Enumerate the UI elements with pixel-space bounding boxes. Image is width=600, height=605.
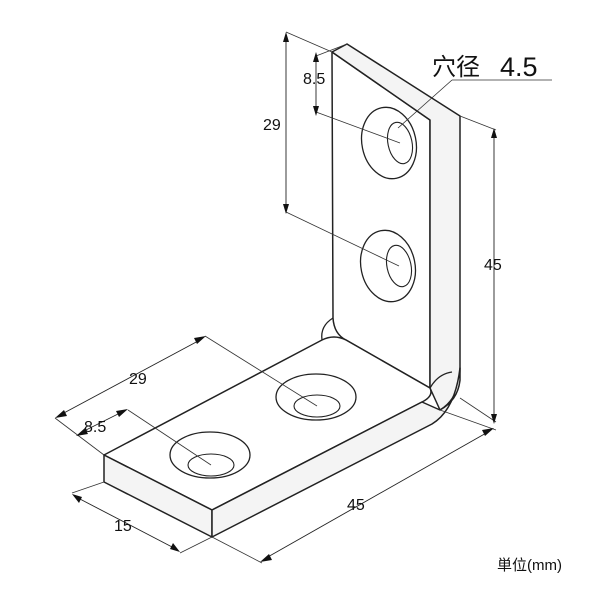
dim-width: 15 — [114, 518, 132, 535]
vertical-hole-upper — [360, 106, 418, 180]
horizontal-hole-left — [169, 431, 251, 479]
bend-line-inner — [429, 371, 453, 389]
dim-vertical-leg-length: 45 — [484, 257, 502, 274]
holes — [169, 106, 418, 479]
unit-label: 単位(mm) — [497, 557, 562, 574]
hole-diameter-value: 4.5 — [500, 52, 538, 82]
hole-diameter-label: 穴径 4.5 — [432, 52, 538, 82]
dim-horizontal-hole-spacing: 29 — [129, 371, 147, 388]
horizontal-leg-side-edge — [211, 367, 461, 538]
bend-line-outer — [321, 317, 334, 341]
hole-diameter-prefix: 穴径 — [432, 54, 480, 81]
dim-vertical-hole-spacing: 29 — [263, 117, 281, 134]
dimension-lines — [55, 32, 497, 562]
dim-horizontal-leg-length: 45 — [347, 497, 365, 514]
extension-lines — [54, 31, 552, 564]
horizontal-hole-right — [275, 373, 357, 421]
dim-horizontal-hole-offset: 8.5 — [84, 419, 106, 436]
dim-vertical-hole-offset: 8.5 — [303, 71, 325, 88]
